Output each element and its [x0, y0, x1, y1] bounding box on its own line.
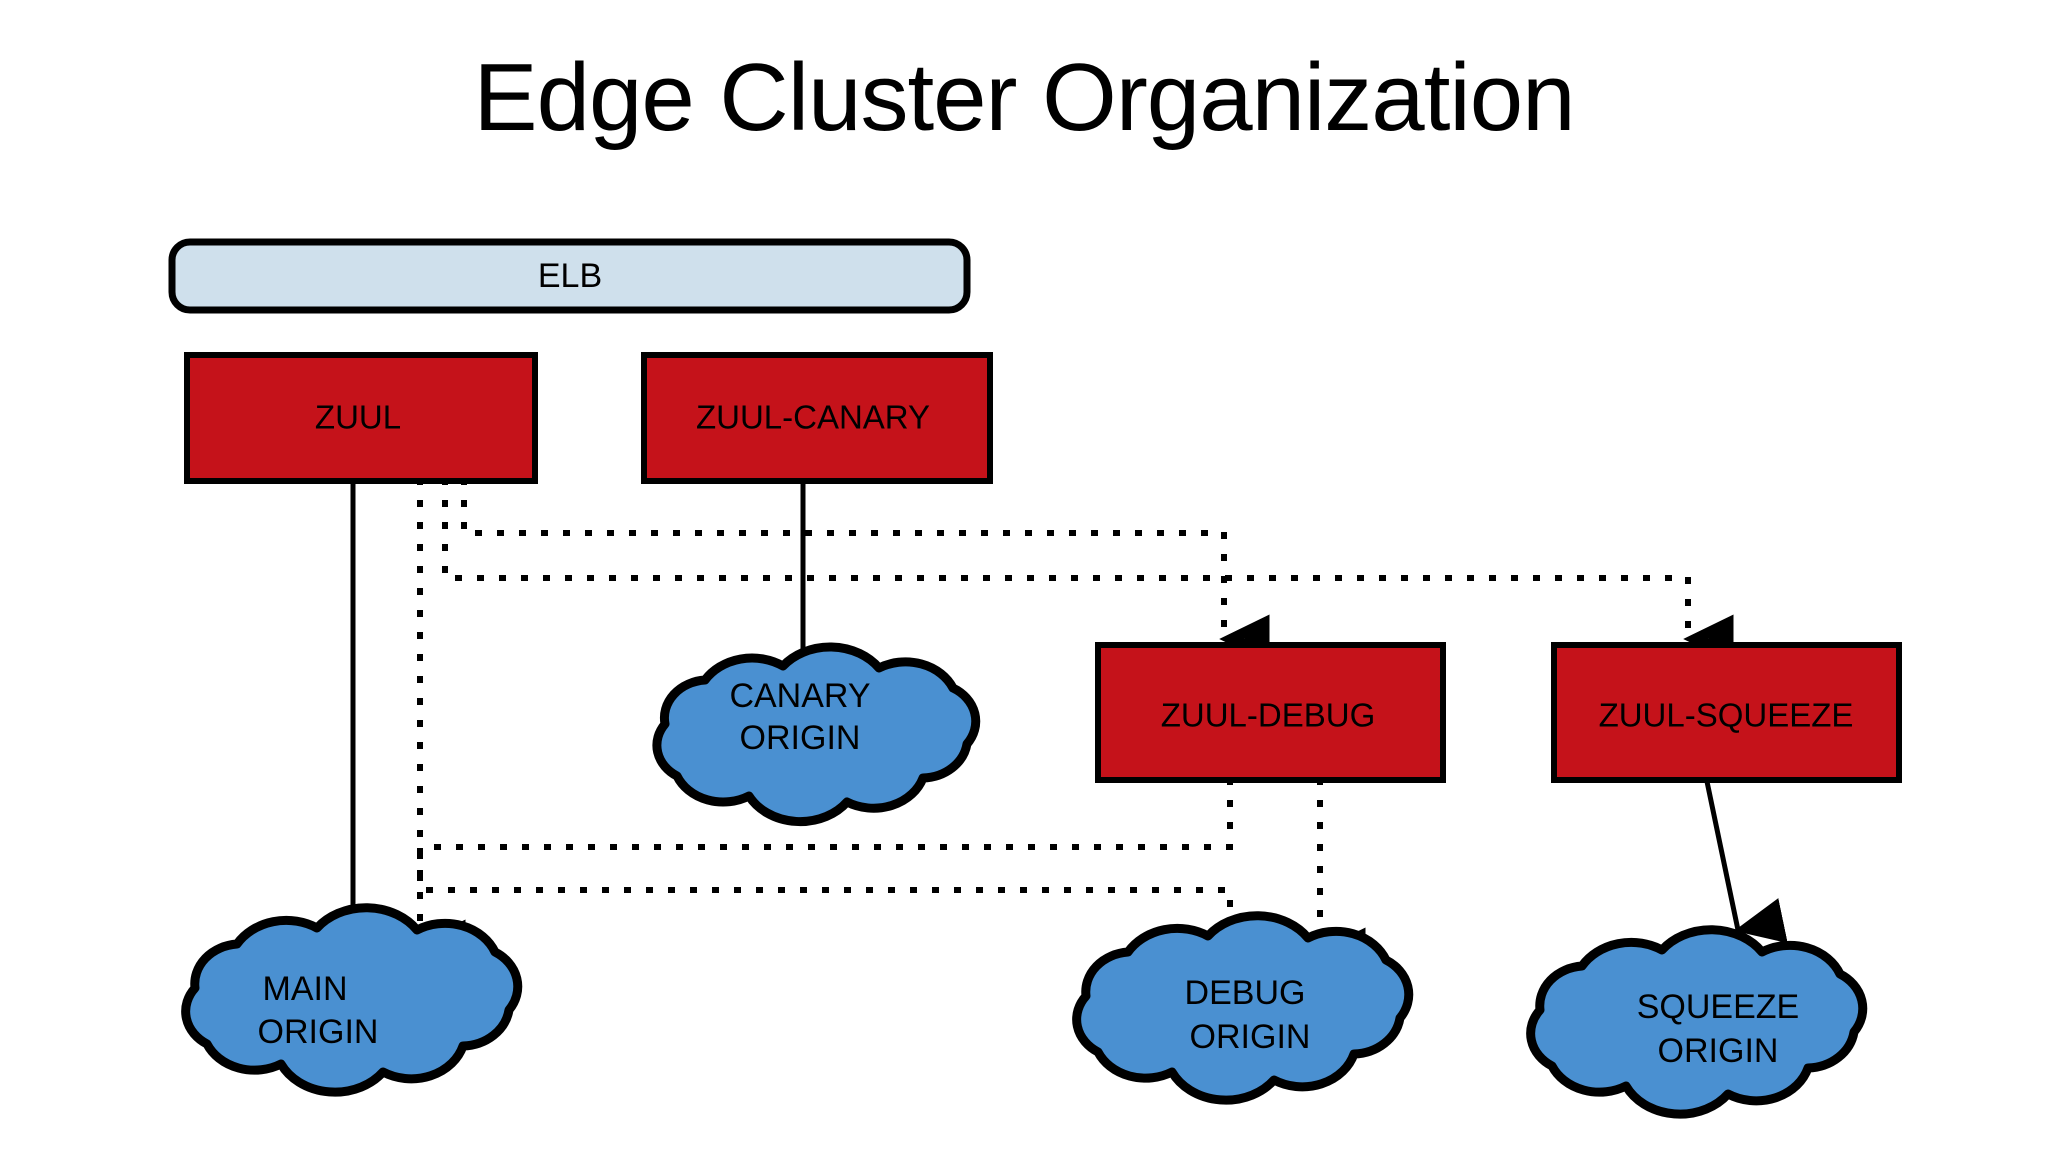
- edge-zuul-debug-to-main-origin-dotted: [415, 778, 1233, 969]
- node-zuul-canary[interactable]: ZUUL-CANARY: [641, 352, 993, 484]
- canary-origin-label-line2: ORIGIN: [740, 719, 861, 757]
- main-origin-cloud[interactable]: [181, 903, 523, 1097]
- page-title: Edge Cluster Organization: [473, 44, 1576, 151]
- edge-zuul-to-debug-origin-dotted: [417, 478, 1276, 977]
- zuul-debug-box[interactable]: [1095, 642, 1446, 783]
- zuul-squeeze-label: ZUUL-SQUEEZE: [1599, 697, 1854, 734]
- main-origin-label-line2: ORIGIN: [258, 1013, 379, 1051]
- node-zuul-debug[interactable]: ZUUL-DEBUG: [1095, 642, 1446, 783]
- edge-zuul-to-zuul-squeeze-dotted: [442, 478, 1734, 664]
- node-squeeze-origin[interactable]: SQUEEZE ORIGIN: [1526, 925, 1868, 1119]
- squeeze-origin-cloud[interactable]: [1526, 925, 1868, 1119]
- edge-zuul-to-zuul-debug-dotted: [461, 478, 1270, 664]
- zuul-box[interactable]: [184, 352, 538, 484]
- zuul-canary-label: ZUUL-CANARY: [696, 399, 930, 436]
- zuul-label: ZUUL: [315, 399, 401, 436]
- zuul-squeeze-box[interactable]: [1551, 642, 1902, 783]
- main-origin-label-line1: MAIN: [263, 970, 348, 1008]
- node-zuul[interactable]: ZUUL: [184, 352, 538, 484]
- debug-origin-label-line2: ORIGIN: [1190, 1018, 1311, 1056]
- canary-origin-cloud[interactable]: [652, 642, 981, 827]
- elb-box[interactable]: [168, 238, 971, 314]
- debug-origin-cloud[interactable]: [1072, 911, 1414, 1105]
- elb-label: ELB: [538, 257, 602, 295]
- squeeze-origin-label-line2: ORIGIN: [1658, 1032, 1779, 1070]
- debug-origin-label-line1: DEBUG: [1185, 974, 1306, 1012]
- node-debug-origin[interactable]: DEBUG ORIGIN: [1072, 911, 1414, 1105]
- node-main-origin[interactable]: MAIN ORIGIN: [181, 903, 523, 1097]
- squeeze-origin-label-line1: SQUEEZE: [1637, 988, 1799, 1026]
- edge-zuul-squeeze-to-squeeze-origin-solid: [1702, 771, 1788, 944]
- node-canary-origin[interactable]: CANARY ORIGIN: [652, 642, 981, 827]
- canary-origin-label-line1: CANARY: [729, 677, 870, 715]
- zuul-canary-box[interactable]: [641, 352, 993, 484]
- edge-layer: [348, 478, 1788, 977]
- node-elb[interactable]: ELB: [168, 238, 971, 314]
- node-zuul-squeeze[interactable]: ZUUL-SQUEEZE: [1551, 642, 1902, 783]
- zuul-debug-label: ZUUL-DEBUG: [1161, 697, 1376, 734]
